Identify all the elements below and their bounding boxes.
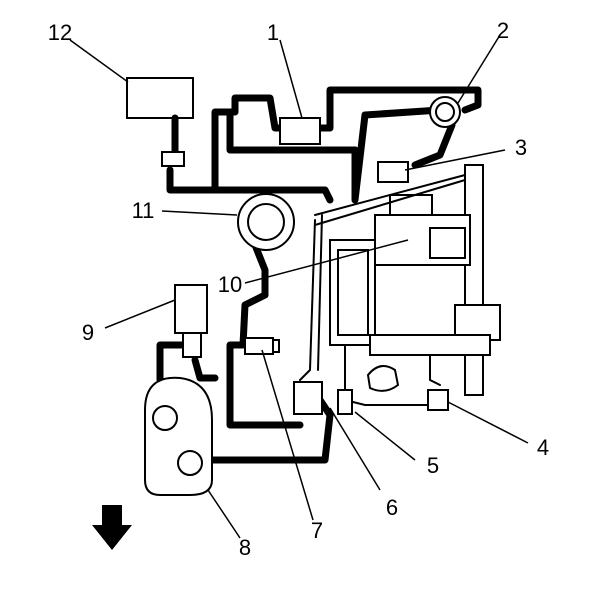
component-9-port [182, 332, 202, 358]
callout-1: 1 [267, 20, 279, 45]
component-8-canister [144, 376, 213, 496]
components [126, 77, 461, 496]
callout-3: 3 [515, 135, 527, 160]
leader-lines [69, 34, 529, 539]
component-1-valve [279, 117, 321, 145]
callout-7: 7 [311, 518, 323, 543]
callout-5: 5 [427, 453, 439, 478]
component-7-check-valve [244, 337, 274, 355]
callout-9: 9 [82, 320, 94, 345]
callout-2: 2 [497, 18, 509, 43]
callout-10: 10 [218, 272, 242, 297]
component-5-sensor [337, 389, 353, 415]
component-11-inner [247, 203, 285, 241]
vacuum-hoses [156, 86, 482, 464]
component-2-inner [435, 102, 455, 122]
callout-6: 6 [386, 495, 398, 520]
component-8-port-bottom [177, 450, 203, 476]
component-9-solenoid [174, 284, 208, 334]
component-4-fitting [427, 389, 449, 411]
component-8-port-top [152, 405, 178, 431]
callout-8: 8 [239, 535, 251, 560]
component-12-box [126, 77, 194, 119]
callout-11: 11 [132, 198, 155, 223]
callout-12: 12 [48, 20, 72, 45]
component-7-cap [272, 339, 280, 353]
front-direction-arrow-icon [92, 505, 132, 550]
component-3-fitting [377, 161, 409, 183]
component-12-connector [161, 151, 185, 167]
callout-4: 4 [537, 435, 549, 460]
callout-labels: 1 2 3 4 5 6 7 8 9 10 11 12 [48, 18, 549, 560]
engine-fitting [366, 365, 400, 392]
component-6-sensor [293, 381, 323, 415]
engine-assembly [314, 164, 501, 396]
